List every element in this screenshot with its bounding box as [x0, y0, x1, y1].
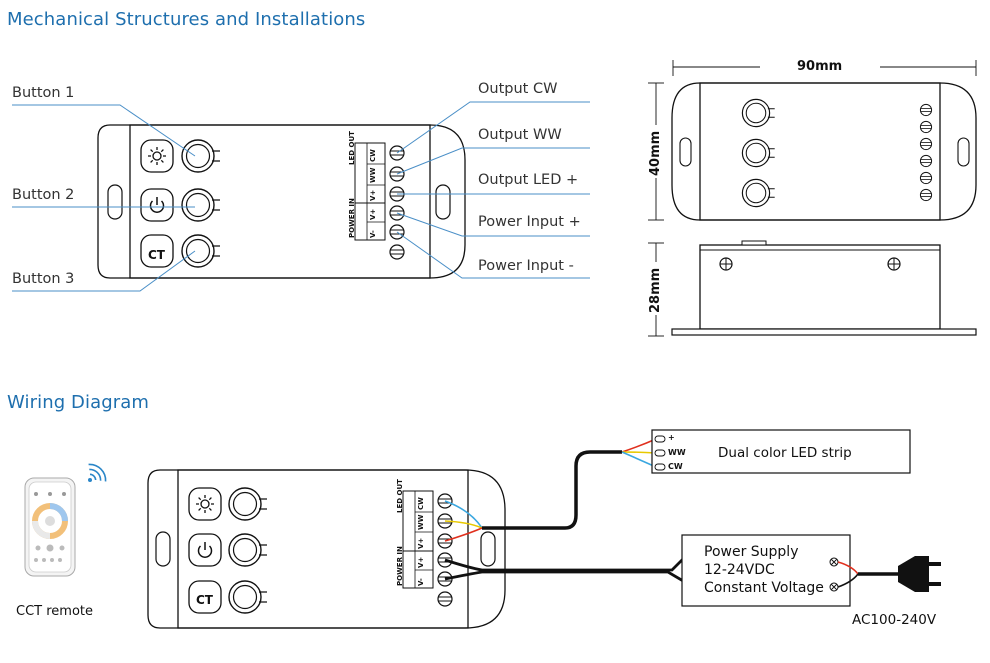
- callout-button-2: Button 2: [12, 187, 75, 203]
- label-cw-wiring: CW: [417, 497, 425, 510]
- controller-wiring-view: [147, 469, 506, 629]
- strip-pads: [654, 435, 666, 471]
- sun-icon: [196, 495, 214, 513]
- label-v-minus-wiring: V-: [417, 578, 425, 586]
- label-v-plus-in: V+: [369, 208, 377, 220]
- label-power-in-wiring: POWER IN: [396, 546, 404, 586]
- label-v-plus-in-wiring: V+: [417, 556, 425, 568]
- mount-slot-right: [435, 184, 451, 220]
- strip-cw-label: CW: [668, 462, 683, 471]
- strip-ww-label: WW: [668, 448, 686, 457]
- ps-line-3: Constant Voltage: [704, 580, 824, 596]
- ac-input-label: AC100-240V: [852, 612, 937, 628]
- callout-power-input-minus: Power Input -: [478, 258, 574, 274]
- ps-line-2: 12-24VDC: [704, 562, 775, 578]
- button-1-sun[interactable]: [140, 139, 174, 173]
- label-led-out-wiring: LED OUT: [396, 479, 404, 513]
- power-icon: [197, 542, 213, 558]
- callout-output-ww: Output WW: [478, 127, 562, 143]
- dimension-top-view: [671, 82, 977, 221]
- mechanical-title: Mechanical Structures and Installations: [7, 9, 366, 30]
- mount-slot-left: [107, 184, 123, 220]
- remote-caption: CCT remote: [16, 604, 93, 619]
- plug-icon: [898, 556, 941, 592]
- wires-strip: [621, 438, 657, 468]
- ac-wires: [837, 561, 859, 588]
- label-led-out: LED OUT: [348, 131, 356, 165]
- power-icon: [149, 197, 165, 213]
- button-3-ct[interactable]: [140, 234, 174, 268]
- callout-output-led-plus: Output LED +: [478, 172, 579, 188]
- wires-terminal: [444, 500, 483, 542]
- cable-led: [482, 450, 622, 530]
- sun-icon: [148, 147, 166, 165]
- dim-depth: 28mm: [648, 267, 663, 313]
- callout-button-1: Button 1: [12, 85, 75, 101]
- ct-button-label-wiring: CT: [196, 593, 213, 607]
- callout-button-3: Button 3: [12, 271, 75, 287]
- cct-remote: [24, 477, 76, 577]
- callout-output-cw: Output CW: [478, 81, 558, 97]
- label-power-in: POWER IN: [348, 198, 356, 238]
- wiring-title: Wiring Diagram: [7, 392, 150, 413]
- label-ww-wiring: WW: [417, 514, 425, 530]
- ps-line-1: Power Supply: [704, 544, 799, 560]
- led-strip-box: [651, 429, 911, 474]
- callout-power-input-plus: Power Input +: [478, 214, 581, 230]
- label-v-plus-out: V+: [369, 189, 377, 201]
- led-strip-label: Dual color LED strip: [718, 445, 852, 461]
- dim-height: 40mm: [648, 130, 663, 176]
- ps-ac-terminals: [829, 557, 839, 592]
- callout-leaders: [12, 101, 590, 292]
- label-cw: CW: [369, 149, 377, 162]
- label-ww: WW: [369, 167, 377, 183]
- ct-button-label: CT: [148, 248, 165, 262]
- power-supply-box: [681, 534, 851, 607]
- strip-plus-label: +: [668, 433, 675, 442]
- wifi-icon: [88, 463, 107, 482]
- label-v-plus-out-wiring: V+: [417, 537, 425, 549]
- label-v-minus: V-: [369, 230, 377, 238]
- dimension-side-view: [671, 240, 977, 336]
- dim-width: 90mm: [797, 59, 843, 74]
- dimension-lines: [648, 60, 977, 337]
